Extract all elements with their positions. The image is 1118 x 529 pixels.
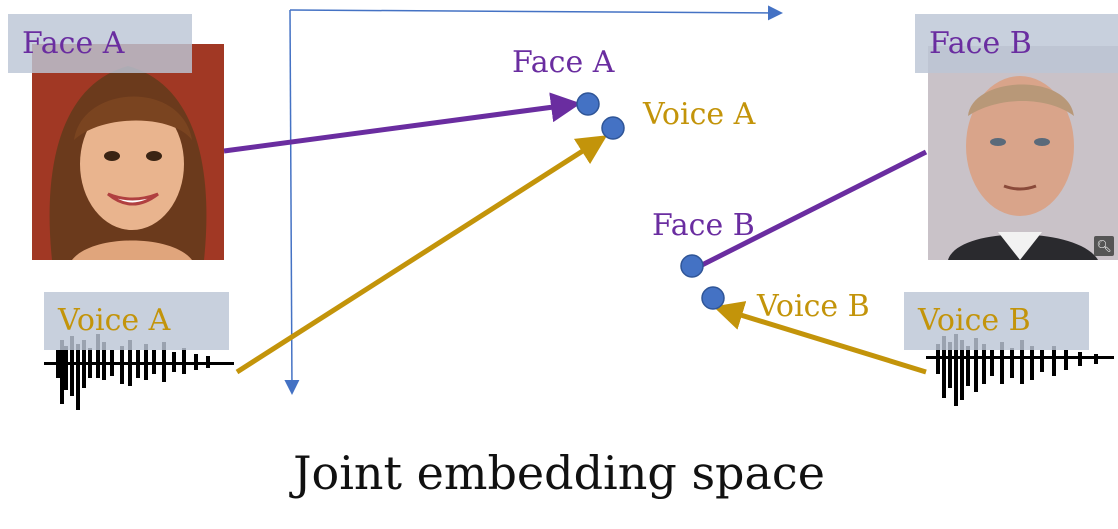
face-a-label-box: Face A bbox=[8, 14, 192, 73]
point-face-a bbox=[576, 92, 600, 116]
diagram-caption: Joint embedding space bbox=[293, 446, 825, 500]
voice-a-arrow bbox=[235, 135, 608, 375]
point-voice-b-label: Voice B bbox=[757, 289, 870, 324]
face-b-photo bbox=[928, 46, 1118, 260]
face-b-arrow bbox=[694, 149, 928, 271]
voice-a-label-box: Voice A bbox=[44, 292, 229, 350]
face-a-arrow bbox=[223, 92, 581, 154]
point-face-b bbox=[680, 254, 704, 278]
voice-b-label-box: Voice B bbox=[904, 292, 1089, 350]
point-voice-a-label: Voice A bbox=[643, 97, 756, 132]
point-face-a-label: Face A bbox=[512, 45, 615, 80]
face-a-photo bbox=[32, 44, 224, 260]
point-face-b-label: Face B bbox=[652, 208, 755, 243]
y-axis-arrow bbox=[284, 9, 300, 395]
point-voice-b bbox=[701, 286, 725, 310]
x-axis-arrow bbox=[289, 5, 783, 21]
magnifier-icon[interactable]: 🔍︎ bbox=[1094, 236, 1114, 256]
voice-b-waveform bbox=[926, 334, 1114, 406]
voice-b-arrow bbox=[713, 301, 927, 375]
point-voice-a bbox=[601, 116, 625, 140]
face-b-label-box: Face B bbox=[915, 14, 1118, 73]
voice-a-waveform bbox=[44, 334, 234, 410]
